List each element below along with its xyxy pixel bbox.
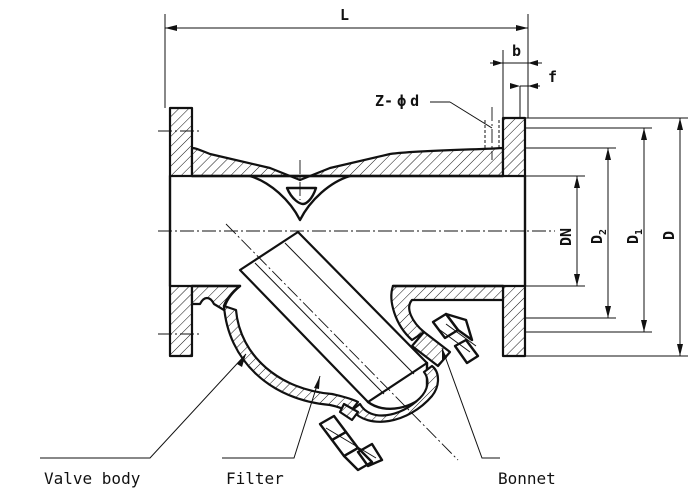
bonnet [318, 312, 480, 472]
flange-thickness-label: b [512, 42, 521, 60]
right-flange-bottom [501, 284, 527, 358]
d1-label: D1 [624, 229, 645, 244]
filter-label: Filter [226, 469, 284, 488]
right-flange-top [501, 116, 527, 178]
callout-leaders [40, 347, 500, 459]
bonnet-label: Bonnet [498, 469, 556, 488]
bonnet-bolt-lower [318, 414, 384, 472]
body-bulge-shell [222, 304, 360, 414]
outer-diameter-label: D [660, 231, 678, 240]
length-label: L [340, 6, 349, 24]
bonnet-bolt-upper [431, 312, 480, 365]
bonnet-flange-lower [338, 402, 360, 422]
dimension-lines [164, 14, 688, 357]
left-flange-top [168, 106, 194, 178]
d2-label: D2 [588, 229, 609, 244]
center-lines [158, 107, 555, 461]
callout-labels: Valve body Filter Bonnet [44, 469, 556, 488]
bonnet-flange [410, 330, 452, 368]
raised-face-label: f [548, 68, 557, 86]
body-bottom-right-wall [390, 284, 505, 342]
valve-body-label: Valve body [44, 469, 141, 488]
bonnet-cap [350, 364, 440, 423]
dn-label: DN [557, 228, 575, 246]
left-flange-bottom [168, 284, 194, 358]
body-bottom-left-wall [190, 284, 242, 312]
